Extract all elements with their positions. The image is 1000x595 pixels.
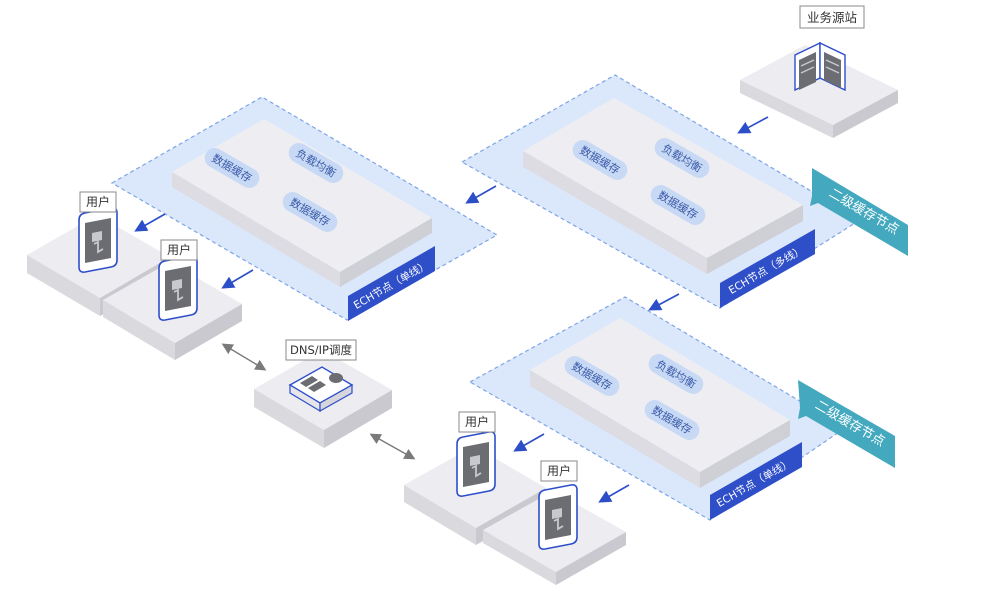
- arrow-top-right-to-top-left: [465, 185, 497, 204]
- arrow-bottom-right-to-user-3: [513, 433, 545, 452]
- origin-server: 业务源站: [740, 5, 898, 138]
- tier-badge: [798, 380, 895, 468]
- arrow-dns-users: [369, 433, 416, 460]
- dns-label: DNS/IP调度: [290, 343, 352, 357]
- user-label: 用户: [465, 414, 489, 429]
- dns-scheduler: DNS/IP调度: [254, 339, 392, 448]
- arrow-top-left-to-user-1: [134, 213, 166, 232]
- user-block-2: 用户: [103, 239, 242, 360]
- phone-icon: [456, 430, 496, 498]
- arrow-bottom-right-to-user-4: [598, 484, 630, 503]
- user-block-1: 用户: [27, 191, 170, 316]
- arrow-origin-to-top-right: [737, 116, 769, 134]
- arrow-top-left-to-user-2: [221, 269, 254, 289]
- dns-server-icon: [288, 366, 354, 413]
- flow-arrows: [134, 116, 769, 503]
- node-caption-badge: [348, 246, 435, 321]
- user-block-4: 用户: [483, 460, 626, 585]
- user-label: 用户: [547, 463, 571, 478]
- phone-icon: [158, 254, 198, 322]
- server-icon: [794, 41, 846, 92]
- origin-label: 业务源站: [807, 10, 857, 25]
- arrow-top-right-to-bottom-right: [648, 293, 680, 311]
- node-caption-badge: [720, 229, 815, 308]
- user-label: 用户: [167, 242, 191, 257]
- phone-icon: [538, 483, 578, 551]
- ech-node-top-left: 数据缓存 负载均衡 数据缓存 ECH节点（单线）: [110, 96, 499, 321]
- node-caption-badge: [710, 442, 802, 520]
- arrow-users-dns: [221, 343, 267, 371]
- phone-icon: [78, 206, 118, 274]
- user-label: 用户: [86, 194, 110, 209]
- tier-badge: [810, 168, 908, 256]
